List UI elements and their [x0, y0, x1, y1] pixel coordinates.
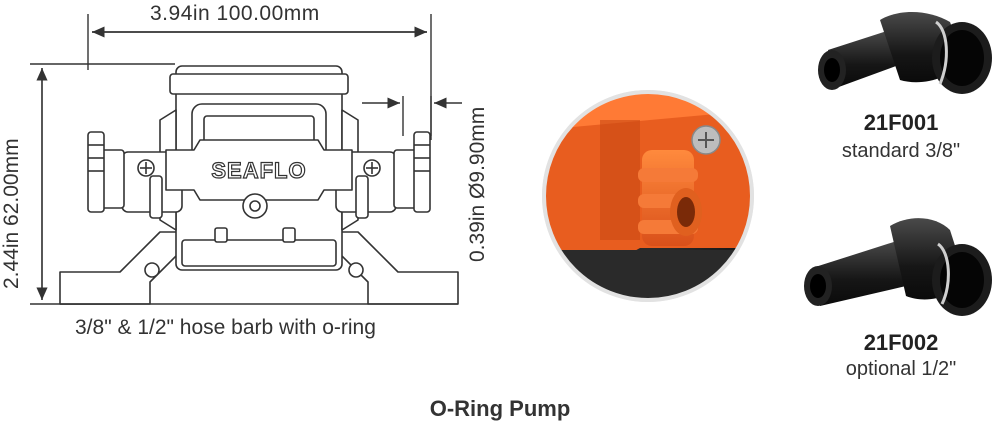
fitting-21f001-image: [818, 11, 992, 94]
fitting-code-1: 21F001: [863, 110, 939, 135]
barb-closeup: [542, 90, 754, 302]
fitting-description-1: standard 3/8": [841, 140, 961, 162]
diameter-dimension: [362, 96, 462, 136]
fitting-description-2: optional 1/2": [845, 358, 957, 380]
fitting-code-2: 21F002: [863, 330, 939, 355]
pump-body: [59, 65, 459, 305]
pump-caption: 3/8" & 1/2" hose barb with o-ring: [75, 316, 376, 339]
height-dimension-label: 2.44in 62.00mm: [0, 138, 23, 289]
page-title: O-Ring Pump: [429, 396, 571, 421]
fitting-21f002-image: [804, 218, 992, 316]
width-dimension-label: 3.94in 100.00mm: [150, 2, 320, 25]
pump-brand-text: SEAFLO: [211, 158, 306, 183]
diameter-dimension-label: 0.39in Ø9.90mm: [466, 106, 489, 262]
